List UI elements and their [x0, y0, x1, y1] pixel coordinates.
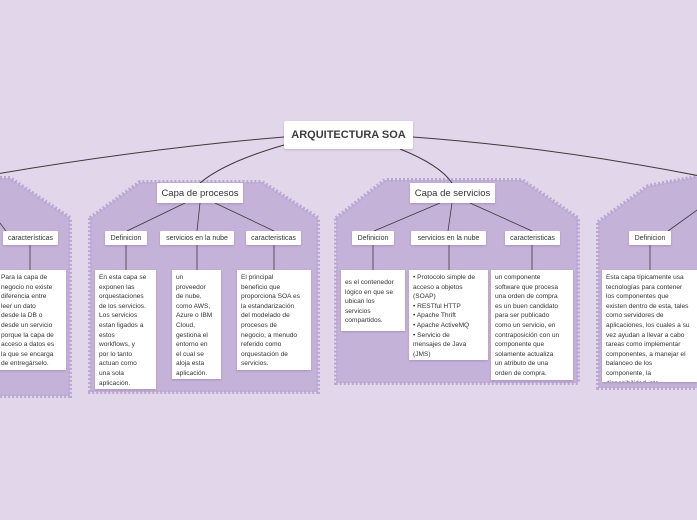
right-desc-definicion[interactable]: Esta capa típicamente usa tecnologías pa… [602, 270, 697, 382]
left-desc-caracteristicas[interactable]: Para la capa de negocio no existe difere… [0, 270, 66, 370]
servicios-desc-definicion[interactable]: es el contenedor lógico en que se ubican… [341, 270, 405, 331]
left-connectors [0, 222, 31, 270]
procesos-desc-definicion[interactable]: En esta capa se exponen las orquestacion… [95, 270, 156, 389]
servicios-desc-nube[interactable]: • Protocolo simple de acceso a objetos (… [409, 270, 488, 360]
servicios-label-nube[interactable]: servicios en la nube [411, 231, 486, 245]
connector-root-left [0, 136, 285, 174]
servicios-connectors [372, 202, 533, 270]
servicios-topic[interactable]: Capa de servicios [410, 183, 495, 203]
procesos-label-definicion[interactable]: Definicion [105, 231, 147, 245]
servicios-label-caracteristicas[interactable]: caracteristicas [505, 231, 560, 245]
connector-root-procesos [199, 144, 285, 184]
procesos-label-nube[interactable]: servicios en la nube [160, 231, 234, 245]
procesos-desc-nube[interactable]: un proveedor de nube, como AWS, Azure o … [172, 270, 221, 379]
procesos-label-caracteristicas[interactable]: caracteristicas [246, 231, 301, 245]
root-topic[interactable]: ARQUITECTURA SOA [284, 121, 413, 149]
servicios-label-definicion[interactable]: Definicion [352, 231, 394, 245]
right-label-definicion[interactable]: Definicion [629, 231, 671, 245]
root-connectors [0, 136, 697, 184]
connector-root-servicios [399, 148, 453, 184]
procesos-topic[interactable]: Capa de procesos [157, 183, 243, 203]
procesos-desc-caracteristicas[interactable]: El principal beneficio que proporciona S… [237, 270, 311, 370]
servicios-desc-caracteristicas[interactable]: un componente software que procesa una o… [491, 270, 573, 380]
procesos-connectors [125, 202, 275, 270]
left-label-caracteristicas[interactable]: características [3, 231, 58, 245]
right-connectors [649, 209, 697, 270]
connector-root-right [412, 136, 697, 176]
